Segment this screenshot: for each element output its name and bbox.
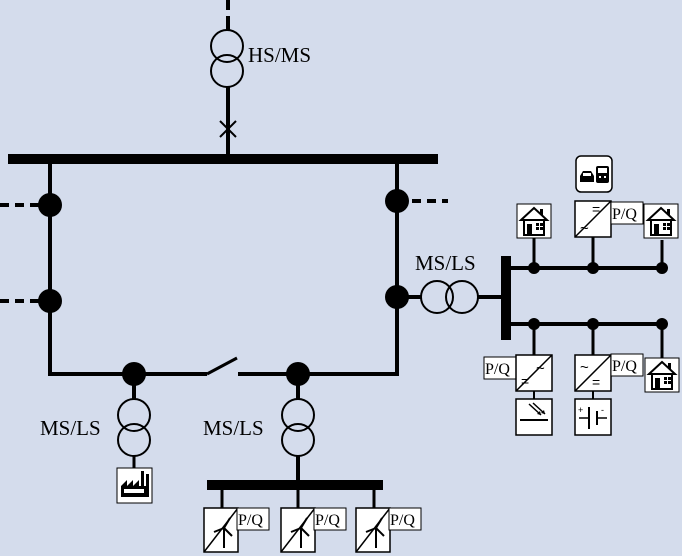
svg-text:P/Q: P/Q <box>315 512 340 529</box>
pq-label-box: P/Q <box>236 507 270 531</box>
wind-turbine-icon <box>203 507 239 553</box>
pq-label-box: P/Q <box>610 353 644 377</box>
battery-icon: + - <box>574 398 612 436</box>
svg-text:~: ~ <box>536 360 545 377</box>
inverter-icon: ~ = <box>574 354 612 392</box>
mv-lv-transformer <box>420 280 479 314</box>
mv-lv-industry-label: MS/LS <box>40 416 101 440</box>
node <box>385 189 409 213</box>
svg-text:=: = <box>592 201 600 217</box>
mv-busbar <box>8 154 438 164</box>
ev-charging-icon <box>575 155 613 193</box>
svg-text:=: = <box>592 374 600 390</box>
pq-label-box: P/Q <box>388 507 422 531</box>
wind-busbar <box>207 480 383 490</box>
mv-lv-feeder-label: MS/LS <box>415 251 476 275</box>
svg-text:P/Q: P/Q <box>612 206 637 223</box>
node <box>528 262 540 274</box>
switch-icon <box>206 356 238 376</box>
factory-icon <box>116 467 153 504</box>
svg-text:~: ~ <box>580 359 589 376</box>
node <box>656 318 668 330</box>
hv-mv-transformer <box>210 29 244 88</box>
node <box>587 262 599 274</box>
svg-text:=: = <box>521 373 529 389</box>
node <box>38 193 62 217</box>
svg-text:P/Q: P/Q <box>238 512 263 529</box>
mv-lv-transformer <box>117 398 151 457</box>
mv-lv-transformer <box>281 398 315 457</box>
svg-text:+: + <box>578 405 583 415</box>
node <box>38 289 62 313</box>
inverter-icon: ~ = <box>515 354 553 392</box>
pq-label-box: P/Q <box>483 356 517 380</box>
node <box>656 262 668 274</box>
house-icon <box>643 203 679 239</box>
pq-label-box: P/Q <box>313 507 347 531</box>
hv-mv-label: HS/MS <box>248 43 311 67</box>
house-icon <box>516 203 552 239</box>
breaker-icon <box>219 120 237 138</box>
mv-lv-wind-label: MS/LS <box>203 416 264 440</box>
svg-text:P/Q: P/Q <box>612 358 637 375</box>
svg-text:-: - <box>601 405 604 415</box>
lv-busbar <box>501 256 511 340</box>
solar-panel-icon <box>515 398 553 436</box>
wind-turbine-icon <box>280 507 316 553</box>
svg-text:P/Q: P/Q <box>485 361 510 378</box>
node <box>587 318 599 330</box>
node <box>528 318 540 330</box>
pq-label-box: P/Q <box>610 201 644 225</box>
house-icon <box>644 357 680 393</box>
svg-text:P/Q: P/Q <box>390 512 415 529</box>
svg-text:~: ~ <box>580 220 589 237</box>
inverter-icon: = ~ <box>574 200 612 238</box>
wind-turbine-icon <box>355 507 391 553</box>
